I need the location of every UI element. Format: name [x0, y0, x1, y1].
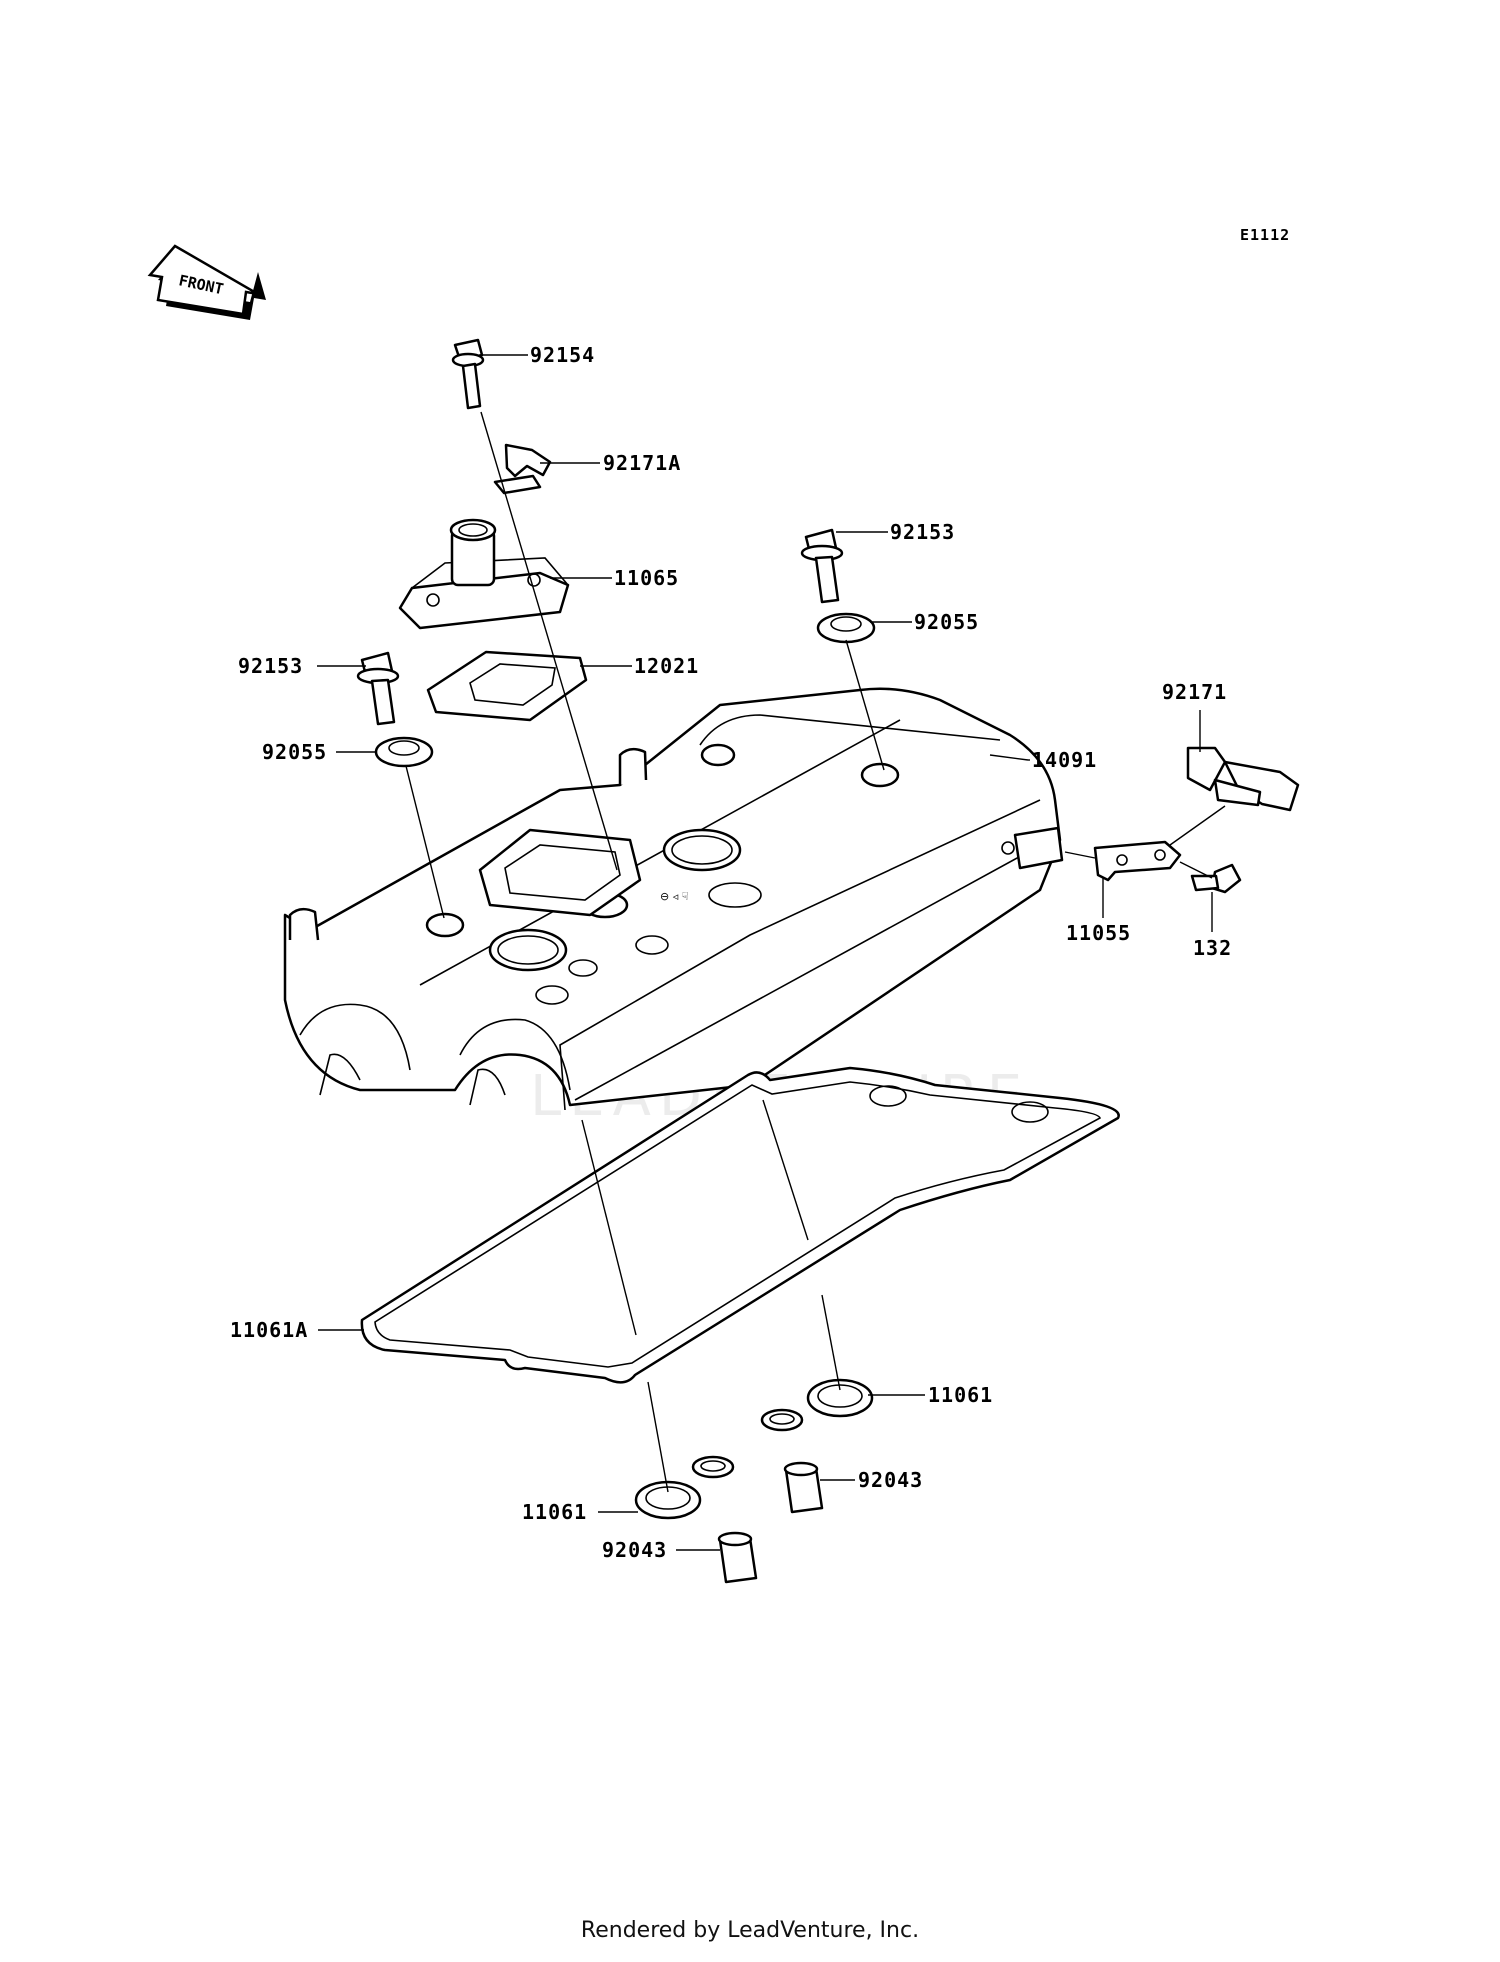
bracket-11055 — [1093, 840, 1182, 882]
label-11061A: 11061A — [230, 1318, 308, 1342]
label-132: 132 — [1193, 936, 1232, 960]
clamp-92171A — [493, 443, 552, 495]
label-12021: 12021 — [634, 654, 699, 678]
cylinder-head-cover: ⊖ ◃ ☟ — [283, 687, 1064, 1111]
assembly-lines — [405, 411, 1226, 1493]
label-92171A: 92171A — [603, 451, 681, 475]
cover-gasket-11061A — [360, 1066, 1120, 1384]
bolt-92153-left — [356, 651, 400, 726]
label-11061-left: 11061 — [522, 1500, 587, 1524]
plug-gasket-11061-left — [634, 1455, 735, 1520]
breather-cover — [398, 518, 570, 630]
label-leaders — [317, 354, 1213, 1551]
footer-credit: Rendered by LeadVenture, Inc. — [580, 1918, 920, 1943]
bolt-92154 — [451, 338, 485, 410]
dowel-92043-left — [717, 1531, 758, 1584]
seal-92055-left — [374, 736, 434, 768]
bolt-92153-right — [800, 528, 844, 604]
bolt-132 — [1190, 863, 1242, 894]
label-92171: 92171 — [1162, 680, 1227, 704]
seal-92055-right — [816, 612, 876, 644]
label-92043-right: 92043 — [858, 1468, 923, 1492]
label-11061-right: 11061 — [928, 1383, 993, 1407]
label-11055: 11055 — [1066, 921, 1131, 945]
svg-text:⊖ ◃ ☟: ⊖ ◃ ☟ — [660, 890, 688, 903]
label-11065: 11065 — [614, 566, 679, 590]
front-arrow-icon: FRONT — [147, 244, 266, 320]
diagram-code: E1112 — [1240, 226, 1290, 244]
label-92153-left: 92153 — [238, 654, 303, 678]
label-92055-left: 92055 — [262, 740, 327, 764]
label-92043-left: 92043 — [602, 1538, 667, 1562]
plug-gasket-11061-right — [760, 1378, 874, 1432]
label-92154: 92154 — [530, 343, 595, 367]
label-92153-right: 92153 — [890, 520, 955, 544]
clamp-92171 — [1186, 746, 1300, 812]
label-14091: 14091 — [1032, 748, 1097, 772]
breather-gasket — [426, 650, 588, 722]
dowel-92043-right — [783, 1461, 824, 1514]
label-92055-right: 92055 — [914, 610, 979, 634]
